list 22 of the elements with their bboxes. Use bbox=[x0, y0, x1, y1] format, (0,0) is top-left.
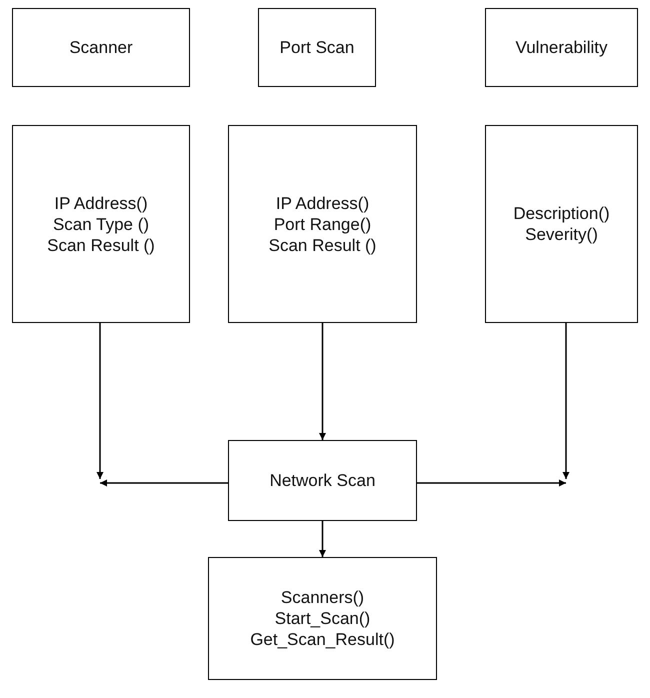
class-box bbox=[228, 125, 417, 323]
arrow bbox=[319, 521, 326, 557]
class-box bbox=[485, 8, 638, 87]
method-list: IP Address() Scan Type () Scan Result () bbox=[37, 192, 165, 256]
class-name: Network Scan bbox=[268, 470, 376, 491]
class-box bbox=[258, 8, 376, 87]
class-name: Port Scan bbox=[278, 37, 356, 58]
arrow bbox=[319, 323, 326, 440]
class-name: Scanner bbox=[68, 37, 134, 58]
arrow bbox=[96, 323, 104, 479]
class-box bbox=[12, 8, 190, 87]
method-list: Description() Severity() bbox=[502, 203, 620, 245]
class-box bbox=[12, 125, 190, 323]
class-box bbox=[228, 440, 417, 521]
class-name: Vulnerability bbox=[514, 37, 608, 58]
class-box bbox=[208, 557, 437, 680]
method-list: Scanners() Start_Scan() Get_Scan_Result() bbox=[244, 587, 402, 650]
method-list: IP Address() Port Range() Scan Result () bbox=[258, 192, 386, 256]
arrow bbox=[562, 323, 570, 479]
class-box bbox=[485, 125, 638, 323]
arrow bbox=[100, 480, 228, 486]
arrow bbox=[417, 480, 566, 486]
